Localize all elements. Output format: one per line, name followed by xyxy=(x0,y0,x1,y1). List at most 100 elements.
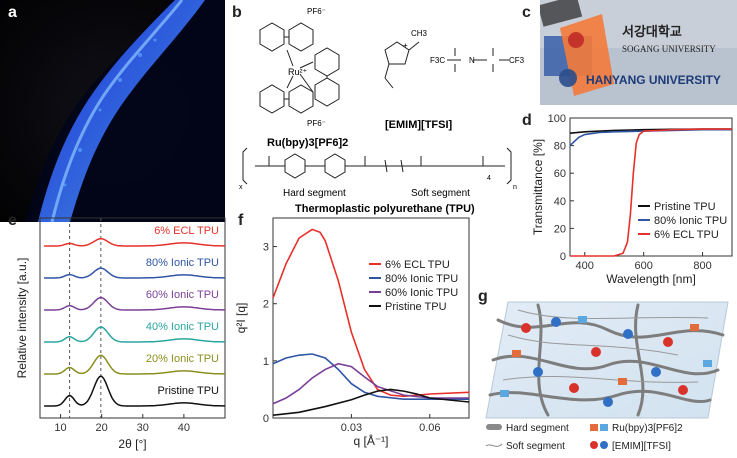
series-line-60-ionic-tpu xyxy=(272,362,469,405)
panel-g-label: g xyxy=(478,288,488,305)
panel-b-structures: Ru²⁺ PF6⁻ PF6⁻ Ru(bpy)3[PF6]2 CH3 + F3C … xyxy=(239,7,525,215)
series-label: Pristine TPU xyxy=(157,385,219,397)
x-tick-label: 0.03 xyxy=(341,422,362,434)
series-label: 6% ECL TPU xyxy=(154,225,219,237)
legend-tfsi-swatch xyxy=(600,441,608,449)
y-tick-label: 3 xyxy=(263,242,269,254)
series-label: 80% Ionic TPU xyxy=(146,257,219,269)
y-tick-label: 20 xyxy=(554,223,566,235)
legend-label: 60% Ionic TPU xyxy=(385,287,458,299)
ru-center-label: Ru²⁺ xyxy=(288,67,308,77)
panel-a-photo xyxy=(0,0,225,222)
legend-emim-swatch xyxy=(590,441,598,449)
tpu-subscript-4: 4 xyxy=(487,175,491,182)
series-label: 20% Ionic TPU xyxy=(146,353,219,365)
plot-frame xyxy=(39,217,226,419)
series-line-80-ionic-tpu xyxy=(44,267,225,279)
series-line-20-ionic-tpu xyxy=(44,354,225,375)
legend-label: Pristine TPU xyxy=(654,201,716,213)
panel-g-schematic: Hard segment Soft segment Ru(bpy)3[PF6]2… xyxy=(485,301,729,452)
x-tick-label: 10 xyxy=(54,422,66,434)
panel-f-label: f xyxy=(238,212,244,229)
ru-bpy-structure xyxy=(259,22,340,114)
y-axis-title: q²I [q] xyxy=(235,303,248,334)
y-tick-label: 80 xyxy=(554,141,566,153)
panel-c-label: c xyxy=(522,4,531,21)
tpu-structure xyxy=(242,147,512,185)
x-tick-label: 600 xyxy=(634,260,652,272)
series-line-6-ecl-tpu xyxy=(272,228,470,398)
y-tick-label: 0 xyxy=(560,251,566,263)
y-tick-label: 2 xyxy=(263,299,269,311)
tfsi-structure xyxy=(447,48,509,72)
y-axis-title: Transmittance [%] xyxy=(531,139,545,235)
tpu-subscript-n: n xyxy=(513,184,517,191)
sogang-korean: 서강대학교 xyxy=(622,24,682,40)
x-tick-label: 20 xyxy=(96,422,108,434)
sogang-english: SOGANG UNIVERSITY xyxy=(622,44,716,54)
schematic-sheet xyxy=(485,301,729,419)
x-tick-label: 0.06 xyxy=(419,422,440,434)
panel-e-label: e xyxy=(8,212,17,229)
tpu-name: Thermoplastic polyurethane (TPU) xyxy=(295,203,475,215)
soft-segment-chains xyxy=(502,309,709,383)
emim-plus: + xyxy=(403,41,408,50)
ru-compound-name: Ru(bpy)3[PF6]2 xyxy=(267,137,348,149)
panel-b-label: b xyxy=(232,4,242,21)
ion-markers xyxy=(500,316,712,407)
panel-d-label: d xyxy=(522,112,532,129)
sogang-emblem xyxy=(568,32,584,48)
tfsi-cf3-left: F3C xyxy=(430,56,445,65)
legend-soft-segment-swatch xyxy=(485,443,503,447)
pf6-bottom: PF6⁻ xyxy=(307,119,326,128)
x-tick-label: 40 xyxy=(178,422,190,434)
x-tick-label: 30 xyxy=(137,422,149,434)
y-tick-label: 40 xyxy=(554,196,566,208)
ionic-liquid-name: [EMIM][TFSI] xyxy=(385,119,453,131)
panel-a-label: a xyxy=(8,4,17,21)
series-line-6-ecl-tpu xyxy=(570,128,732,257)
hard-segment-label: Hard segment xyxy=(283,188,346,199)
x-axis-title: Wavelength [nm] xyxy=(606,272,696,286)
legend-hard-segment-label: Hard segment xyxy=(506,423,569,434)
hanyang-emblem xyxy=(559,69,577,87)
emim-structure xyxy=(384,41,420,89)
series-label: 60% Ionic TPU xyxy=(146,289,219,301)
emim-methyl: CH3 xyxy=(411,29,428,38)
y-tick-label: 60 xyxy=(554,168,566,180)
tfsi-nitrogen: N xyxy=(469,56,475,65)
series-line-6-ecl-tpu xyxy=(44,238,225,247)
y-tick-label: 100 xyxy=(548,113,566,125)
legend-il-label: [EMIM][TFSI] xyxy=(612,441,671,452)
series-label: 40% Ionic TPU xyxy=(146,321,219,333)
x-axis-title: q [Å⁻¹] xyxy=(353,433,388,448)
y-axis-title: Relative intensity [a.u.] xyxy=(15,258,29,379)
legend-ru-label: Ru(bpy)3[PF6]2 xyxy=(612,423,683,434)
hanyang-name: HANYANG UNIVERSITY xyxy=(586,73,721,87)
series-line-40-ionic-tpu xyxy=(44,326,225,343)
soft-segment-label: Soft segment xyxy=(411,188,470,199)
legend-soft-segment-label: Soft segment xyxy=(506,441,565,452)
series-line-80-ionic-tpu xyxy=(272,353,469,400)
x-tick-label: 800 xyxy=(693,260,711,272)
x-axis-title: 2θ [°] xyxy=(118,437,146,451)
legend-label: 6% ECL TPU xyxy=(385,259,450,271)
legend-hard-segment-swatch xyxy=(486,424,502,430)
legend-label: 80% Ionic TPU xyxy=(654,215,727,227)
hard-segment-chains xyxy=(488,303,725,417)
series-line-pristine-tpu xyxy=(272,388,470,416)
legend-ru-anion-swatch xyxy=(600,424,608,431)
plot-frame xyxy=(272,217,470,419)
legend-label: 80% Ionic TPU xyxy=(385,273,458,285)
panel-e-chart: 10 20 30 40 6% ECL TPU 80% Ionic TPU 60% Ionic… xyxy=(15,217,226,451)
plot-frame xyxy=(569,117,733,257)
series-line-60-ionic-tpu xyxy=(44,296,225,311)
x-tick-label: 400 xyxy=(576,260,594,272)
legend-ru-cation-swatch xyxy=(590,424,598,431)
tpu-subscript-x: x xyxy=(239,184,243,191)
tfsi-cf3-right: CF3 xyxy=(509,56,525,65)
pf6-top: PF6⁻ xyxy=(307,7,326,16)
legend-label: Pristine TPU xyxy=(385,301,447,313)
